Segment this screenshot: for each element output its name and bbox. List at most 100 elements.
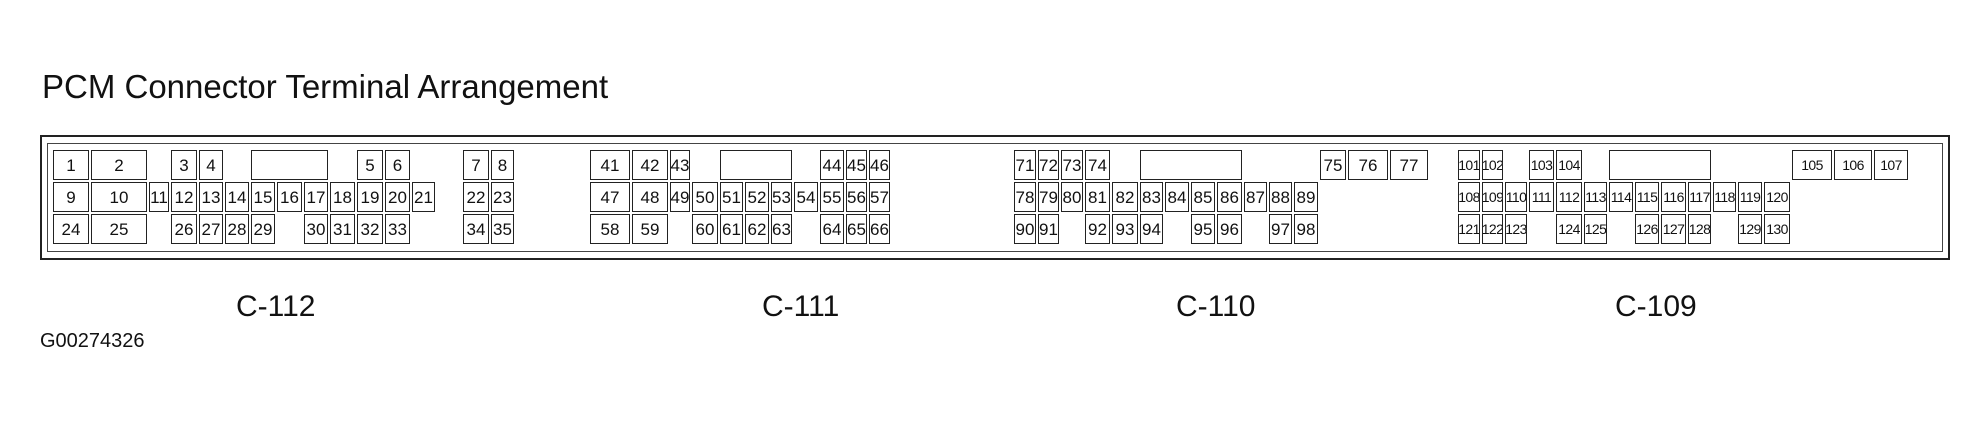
terminal-6: 6 (385, 150, 410, 180)
terminal-124: 124 (1556, 214, 1582, 244)
terminal-65: 65 (846, 214, 867, 244)
terminal-45: 45 (846, 150, 867, 180)
blank-cavity (720, 150, 792, 180)
terminal-56: 56 (846, 182, 867, 212)
terminal-83: 83 (1140, 182, 1163, 212)
terminal-30: 30 (304, 214, 328, 244)
terminal-43: 43 (670, 150, 690, 180)
terminal-18: 18 (330, 182, 355, 212)
terminal-58: 58 (590, 214, 630, 244)
blank-cavity (251, 150, 328, 180)
figure-id: G00274326 (40, 330, 145, 352)
terminal-91: 91 (1038, 214, 1059, 244)
terminal-127: 127 (1661, 214, 1686, 244)
terminal-102: 102 (1482, 150, 1503, 180)
terminal-12: 12 (171, 182, 197, 212)
terminal-32: 32 (357, 214, 383, 244)
terminal-24: 24 (53, 214, 89, 244)
terminal-121: 121 (1458, 214, 1480, 244)
diagram-title: PCM Connector Terminal Arrangement (42, 68, 609, 105)
terminal-51: 51 (720, 182, 743, 212)
terminal-97: 97 (1269, 214, 1292, 244)
terminal-106: 106 (1834, 150, 1872, 180)
terminal-85: 85 (1191, 182, 1215, 212)
terminal-110: 110 (1505, 182, 1527, 212)
terminal-26: 26 (171, 214, 197, 244)
terminal-111: 111 (1529, 182, 1554, 212)
terminal-120: 120 (1764, 182, 1790, 212)
terminal-48: 48 (632, 182, 668, 212)
terminal-90: 90 (1014, 214, 1036, 244)
terminal-35: 35 (491, 214, 514, 244)
terminal-123: 123 (1505, 214, 1527, 244)
terminal-105: 105 (1792, 150, 1832, 180)
terminal-42: 42 (632, 150, 668, 180)
connector-label-c109: C-109 (1615, 290, 1697, 323)
terminal-60: 60 (692, 214, 718, 244)
terminal-7: 7 (463, 150, 489, 180)
terminal-27: 27 (199, 214, 223, 244)
terminal-52: 52 (745, 182, 769, 212)
terminal-17: 17 (304, 182, 328, 212)
terminal-96: 96 (1217, 214, 1242, 244)
terminal-72: 72 (1038, 150, 1059, 180)
terminal-13: 13 (199, 182, 223, 212)
terminal-63: 63 (771, 214, 792, 244)
terminal-75: 75 (1320, 150, 1346, 180)
terminal-76: 76 (1348, 150, 1388, 180)
terminal-98: 98 (1294, 214, 1318, 244)
terminal-9: 9 (53, 182, 89, 212)
terminal-78: 78 (1014, 182, 1036, 212)
terminal-4: 4 (199, 150, 223, 180)
terminal-46: 46 (869, 150, 890, 180)
terminal-108: 108 (1458, 182, 1480, 212)
terminal-50: 50 (692, 182, 718, 212)
terminal-20: 20 (385, 182, 410, 212)
terminal-62: 62 (745, 214, 769, 244)
terminal-23: 23 (491, 182, 514, 212)
terminal-41: 41 (590, 150, 630, 180)
terminal-103: 103 (1529, 150, 1554, 180)
terminal-33: 33 (385, 214, 410, 244)
terminal-80: 80 (1061, 182, 1083, 212)
terminal-3: 3 (171, 150, 197, 180)
terminal-95: 95 (1191, 214, 1215, 244)
terminal-1: 1 (53, 150, 89, 180)
terminal-74: 74 (1085, 150, 1110, 180)
terminal-34: 34 (463, 214, 489, 244)
terminal-81: 81 (1085, 182, 1110, 212)
terminal-29: 29 (251, 214, 275, 244)
terminal-77: 77 (1390, 150, 1428, 180)
terminal-87: 87 (1244, 182, 1267, 212)
terminal-88: 88 (1269, 182, 1292, 212)
terminal-73: 73 (1061, 150, 1083, 180)
terminal-44: 44 (820, 150, 844, 180)
terminal-21: 21 (412, 182, 435, 212)
terminal-54: 54 (794, 182, 818, 212)
terminal-10: 10 (91, 182, 147, 212)
terminal-115: 115 (1635, 182, 1659, 212)
terminal-14: 14 (225, 182, 249, 212)
terminal-94: 94 (1140, 214, 1163, 244)
blank-cavity (1609, 150, 1711, 180)
connector-label-c112: C-112 (236, 290, 316, 323)
terminal-25: 25 (91, 214, 147, 244)
terminal-16: 16 (277, 182, 302, 212)
terminal-79: 79 (1038, 182, 1059, 212)
terminal-49: 49 (670, 182, 690, 212)
terminal-55: 55 (820, 182, 844, 212)
connector-frame-inner (47, 143, 1943, 252)
terminal-66: 66 (869, 214, 890, 244)
terminal-113: 113 (1584, 182, 1607, 212)
terminal-11: 11 (149, 182, 169, 212)
terminal-118: 118 (1713, 182, 1736, 212)
terminal-28: 28 (225, 214, 249, 244)
terminal-71: 71 (1014, 150, 1036, 180)
terminal-119: 119 (1738, 182, 1762, 212)
terminal-22: 22 (463, 182, 489, 212)
connector-label-c110: C-110 (1176, 290, 1256, 323)
connector-frame (40, 135, 1950, 260)
terminal-84: 84 (1165, 182, 1189, 212)
terminal-104: 104 (1556, 150, 1582, 180)
